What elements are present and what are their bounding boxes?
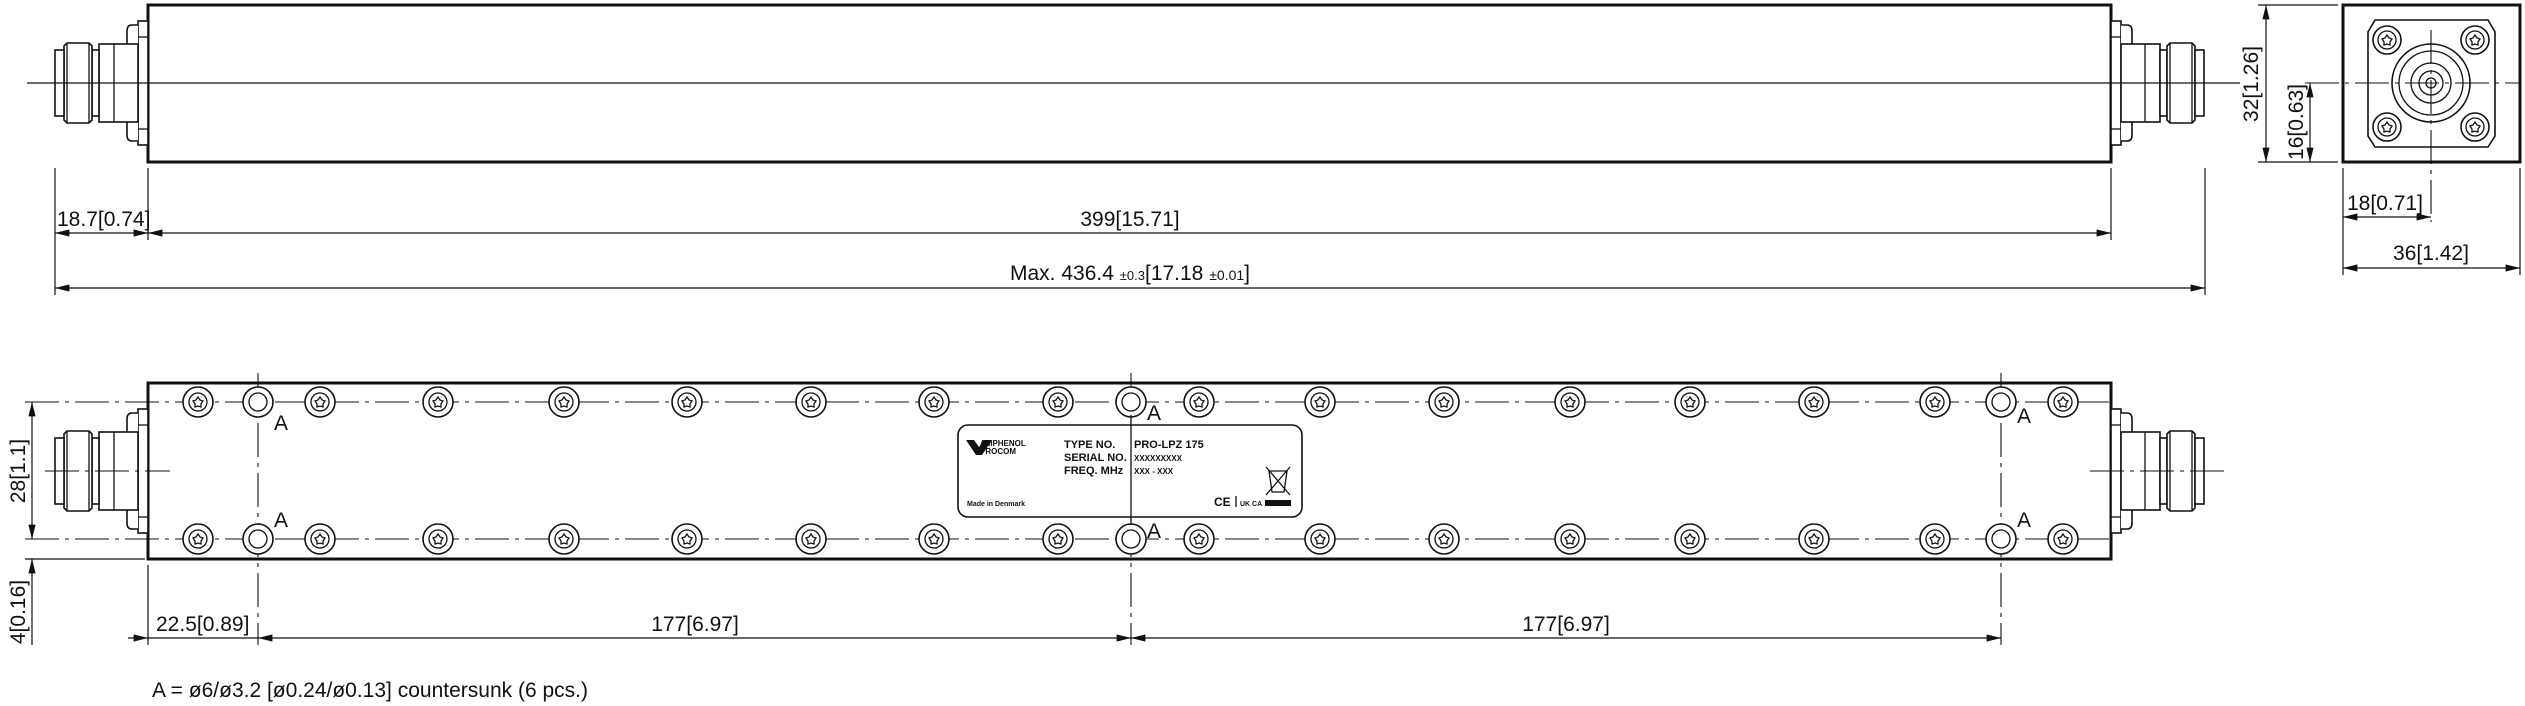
countersunk-hole-a (242, 523, 274, 555)
svg-text:32[1.26]: 32[1.26] (2240, 46, 2263, 122)
countersunk-hole-a (1115, 523, 1147, 555)
screw-icon (182, 523, 214, 555)
screw-icon (1428, 523, 1460, 555)
end-view: 32[1.26] 16[0.63] 18[0.71] 36[1.42] (2240, 3, 2522, 275)
top-view: 18.7[0.74] 399[15.71] Max. 436.4 ±0.3[17… (27, 3, 2240, 295)
bottom-view: AMPHENOL PROCOM TYPE NO. SERIAL NO. FREQ… (7, 373, 2225, 645)
ukca-mark: UK CA (1240, 501, 1262, 508)
flange-screw (2460, 25, 2490, 55)
screw-icon (1554, 523, 1586, 555)
svg-text:A: A (274, 412, 288, 435)
svg-text:399[15.71]: 399[15.71] (1080, 208, 1179, 231)
flange-screw (2372, 112, 2402, 142)
dim-half-width: 18[0.71] (2343, 192, 2431, 221)
flange-screw (2460, 112, 2490, 142)
nameplate: AMPHENOL PROCOM TYPE NO. SERIAL NO. FREQ… (957, 424, 1303, 518)
hole-markers: A A A A A A (274, 402, 2031, 543)
countersunk-hole-a (1985, 386, 2017, 418)
screw-icon (1674, 386, 1706, 418)
svg-text:Max. 436.4 ±0.3[17.18 ±0.01]: Max. 436.4 ±0.3[17.18 ±0.01] (1010, 262, 1250, 285)
svg-text:22.5[0.89]: 22.5[0.89] (156, 613, 249, 636)
svg-text:16[0.63]: 16[0.63] (2285, 84, 2308, 160)
dim-hole-spacing-vertical: 28[1.1] (7, 402, 36, 539)
screw-icon (2047, 523, 2079, 555)
screw-icon (1183, 523, 1215, 555)
countersunk-hole-a (242, 386, 274, 418)
dim-hole-offset-horizontal: 22.5[0.89] (128, 613, 258, 642)
svg-text:177[6.97]: 177[6.97] (651, 613, 739, 636)
svg-text:A: A (274, 509, 288, 532)
origin-text: Made in Denmark (967, 501, 1025, 508)
screw-icon (1428, 386, 1460, 418)
screw-icon (548, 523, 580, 555)
screw-icon (795, 386, 827, 418)
screw-icon (182, 386, 214, 418)
freq-label: FREQ. MHz (1064, 465, 1124, 477)
svg-text:A: A (1147, 402, 1161, 425)
svg-text:18[0.71]: 18[0.71] (2347, 192, 2423, 215)
brand-subname: PROCOM (980, 447, 1016, 456)
svg-text:A: A (1147, 520, 1161, 543)
weee-bin-icon (1265, 466, 1291, 506)
screw-icon (304, 523, 336, 555)
dim-hole-pitch-1: 177[6.97] (258, 613, 1131, 642)
ce-mark: CE (1214, 495, 1231, 509)
svg-text:4[0.16]: 4[0.16] (7, 580, 30, 644)
screw-icon (1304, 386, 1336, 418)
serial-value: XXXXXXXXX (1134, 454, 1183, 463)
screw-icon (1042, 386, 1074, 418)
screw-icon (2047, 386, 2079, 418)
svg-text:A: A (2017, 509, 2031, 532)
type-value: PRO-LPZ 175 (1134, 439, 1204, 451)
countersunk-hole-a (1115, 386, 1147, 418)
screw-icon (918, 386, 950, 418)
screw-icon (1919, 523, 1951, 555)
svg-text:18.7[0.74]: 18.7[0.74] (57, 208, 150, 231)
dim-height: 32[1.26] (2240, 5, 2270, 162)
screw-icon (671, 523, 703, 555)
amphenol-logo-icon (966, 440, 992, 455)
flange-screw (2372, 25, 2402, 55)
screw-icon (1798, 523, 1830, 555)
countersunk-hole-a (1985, 523, 2017, 555)
serial-label: SERIAL NO. (1064, 452, 1127, 464)
freq-value: XXX - XXX (1134, 467, 1174, 476)
dim-hole-offset-vertical: 4[0.16] (7, 559, 36, 645)
screw-icon (304, 386, 336, 418)
dim-half-height: 16[0.63] (2285, 83, 2314, 162)
footnote: A = ø6/ø3.2 [ø0.24/ø0.13] countersunk (6… (152, 679, 588, 702)
svg-text:A: A (2017, 405, 2031, 428)
dim-width: 36[1.42] (2343, 242, 2520, 272)
dim-connector-length: 18.7[0.74] (55, 208, 150, 237)
brand-name: AMPHENOL (980, 439, 1026, 448)
type-label: TYPE NO. (1064, 439, 1115, 451)
screw-icon (795, 523, 827, 555)
dim-overall-length: Max. 436.4 ±0.3[17.18 ±0.01] (55, 262, 2205, 292)
screw-icon (671, 386, 703, 418)
svg-text:177[6.97]: 177[6.97] (1522, 613, 1610, 636)
screw-icon (1042, 523, 1074, 555)
dim-hole-pitch-2: 177[6.97] (1131, 613, 2001, 642)
screw-icon (1554, 386, 1586, 418)
svg-text:36[1.42]: 36[1.42] (2393, 242, 2469, 265)
screw-icon (1919, 386, 1951, 418)
screw-icon (1798, 386, 1830, 418)
screw-icon (1304, 523, 1336, 555)
screw-icon (422, 386, 454, 418)
screw-icon (1674, 523, 1706, 555)
screw-icon (548, 386, 580, 418)
screw-icon (1183, 386, 1215, 418)
screw-icon (422, 523, 454, 555)
dim-body-length: 399[15.71] (148, 208, 2111, 237)
svg-text:28[1.1]: 28[1.1] (7, 439, 30, 503)
screw-icon (918, 523, 950, 555)
